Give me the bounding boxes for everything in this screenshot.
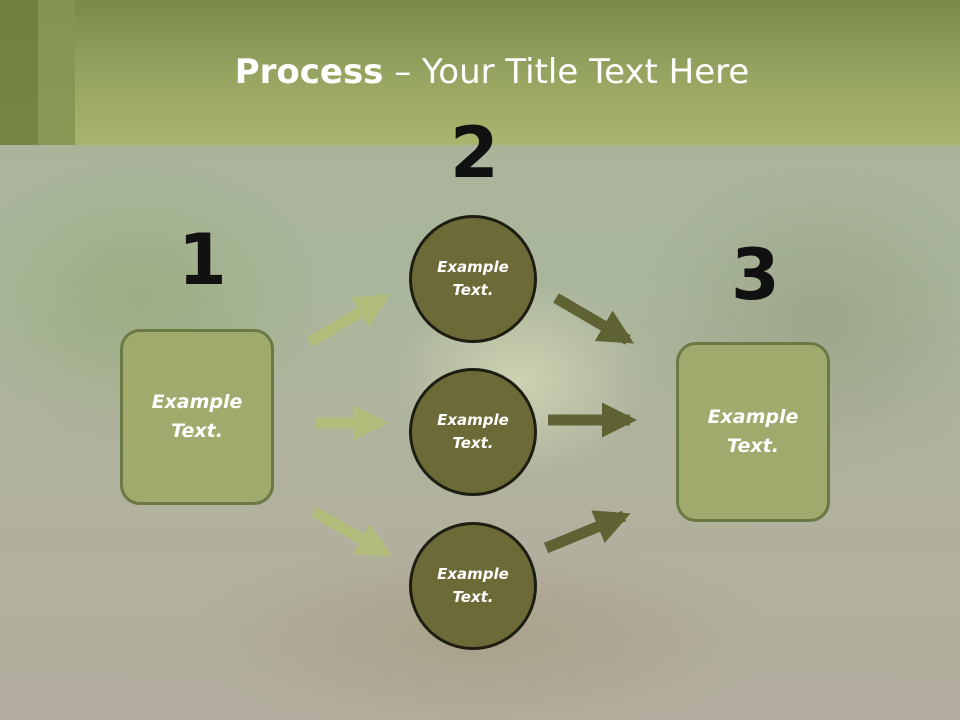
step-number-1: 1	[178, 219, 227, 301]
title-banner	[0, 0, 960, 145]
arrow-bottom-to-right	[543, 510, 631, 554]
step-number-3: 3	[731, 234, 780, 316]
banner-accent-bar	[38, 0, 75, 145]
title-rest: – Your Title Text Here	[383, 52, 750, 92]
title-bold: Process	[234, 52, 384, 92]
arrow-left-to-bottom	[311, 507, 393, 558]
arrow-left-to-top	[307, 293, 391, 347]
step-number-2: 2	[450, 112, 499, 194]
arrow-top-to-right	[553, 293, 635, 345]
slide-title[interactable]: Process – Your Title Text Here	[0, 52, 960, 92]
banner-accent-bar	[0, 0, 38, 145]
